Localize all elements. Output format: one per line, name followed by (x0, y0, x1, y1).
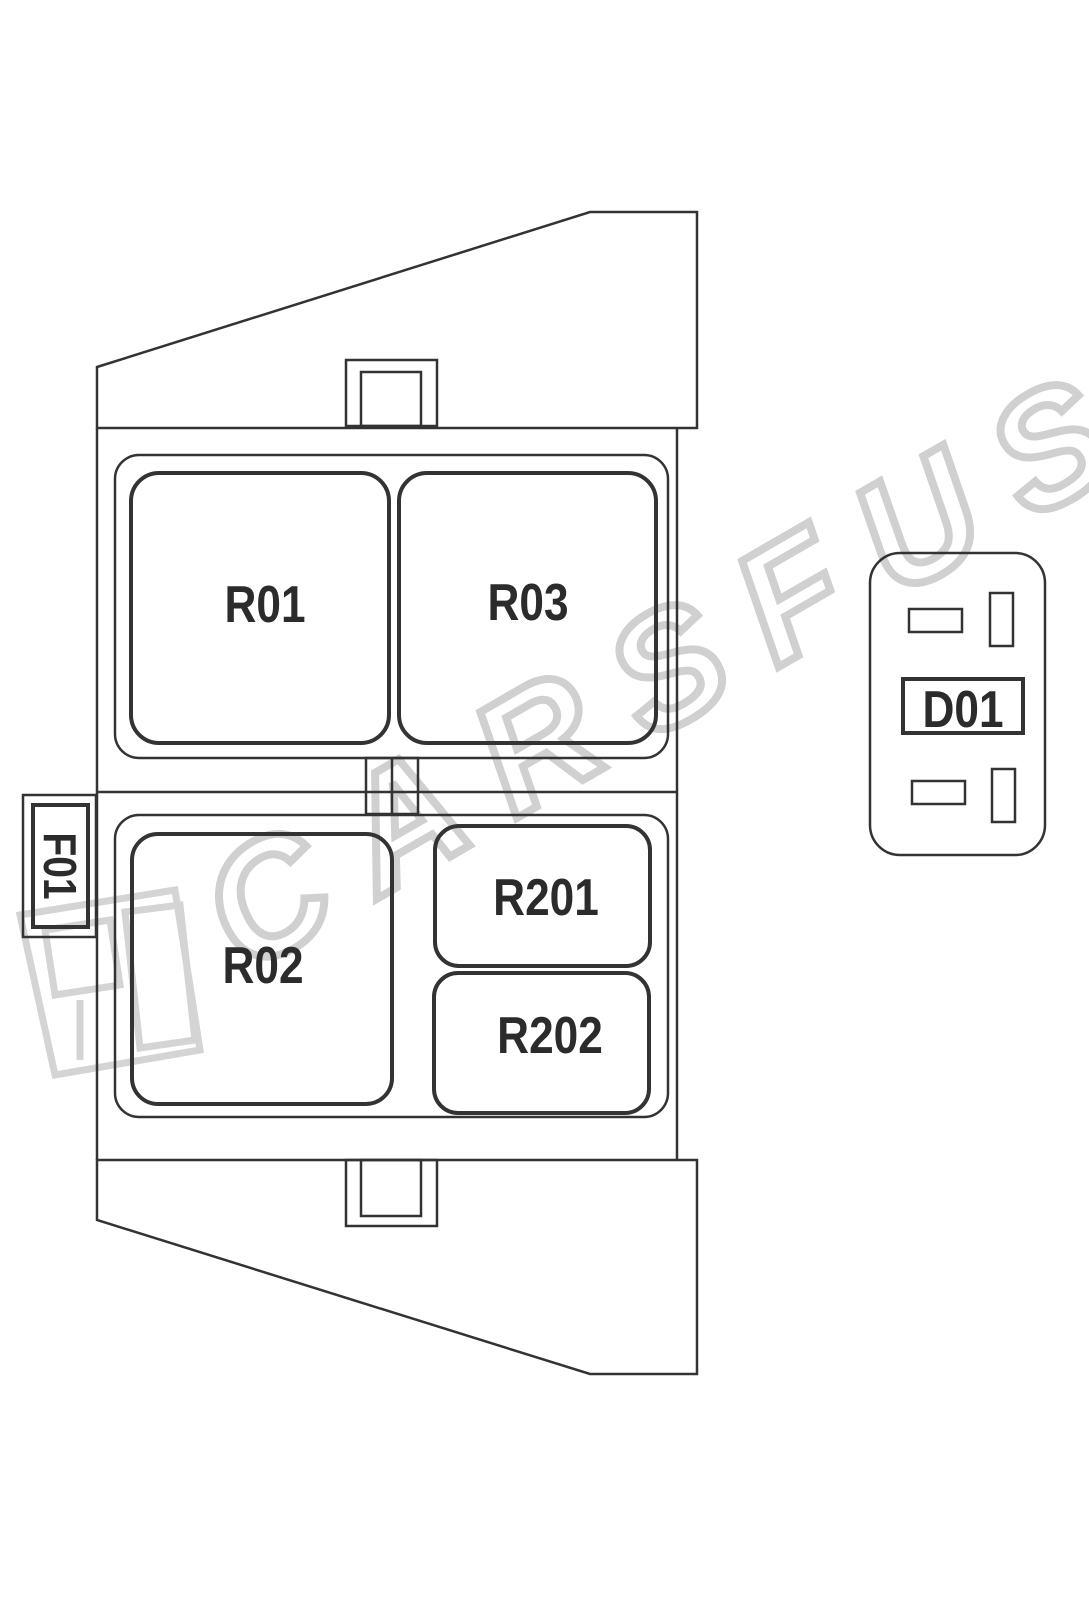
watermark: CARSFUSE (15, 245, 1089, 1080)
diode-pin-top-left (907, 607, 964, 634)
relay-r03-label: R03 (487, 574, 568, 632)
diode-d01[interactable]: D01 (868, 551, 1047, 857)
lower-relay-tray (113, 813, 670, 1119)
diode-pin-top-right (988, 591, 1015, 648)
relay-r202-label: R202 (497, 1007, 603, 1065)
diode-pin-bottom-left (910, 779, 967, 806)
relay-r01-label: R01 (224, 576, 305, 634)
watermark-logo-icon (15, 885, 204, 1080)
relay-r201-label: R201 (493, 869, 599, 927)
relay-r201[interactable]: R201 (433, 824, 652, 968)
bottom-bracket (95, 1158, 699, 1376)
relay-r03[interactable]: R03 (397, 471, 658, 745)
relay-r01[interactable]: R01 (129, 471, 391, 745)
top-bracket (95, 210, 699, 430)
fuse-f01[interactable]: F01 (21, 793, 98, 939)
watermark-text: CARSFUSE (173, 249, 1089, 1004)
fuse-f01-label: F01 (33, 832, 85, 899)
diode-d01-label: D01 (922, 681, 1003, 739)
upper-relay-tray (113, 453, 670, 760)
relay-r202[interactable]: R202 (432, 971, 651, 1115)
diode-pin-bottom-right (990, 767, 1017, 824)
relay-box: R01 R03 R02 R201 R202 (95, 210, 699, 1376)
top-clip (344, 358, 439, 428)
relay-r02[interactable]: R02 (130, 832, 394, 1106)
relay-r02-label: R02 (222, 937, 303, 995)
